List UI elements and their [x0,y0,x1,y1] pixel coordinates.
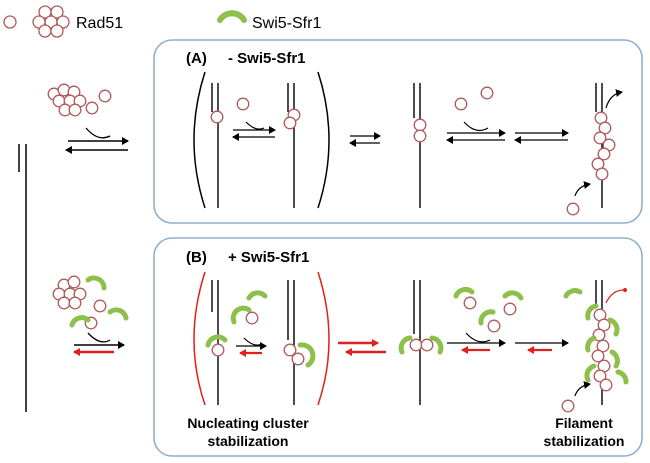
rad51-cluster-icon [32,5,70,38]
swi5-legend-label: Swi5-Sfr1 [252,15,321,32]
equilibrium-arrows-left-b [73,332,125,356]
equilibrium-arrows-left-a [65,127,129,154]
panel-a-eq-1 [232,121,276,141]
panel-a-dna-2 [283,83,301,208]
panel-a-dna-1 [210,83,250,208]
caption-filament-line2: stabilization [544,433,625,449]
panel-a: (A) - Swi5-Sfr1 [153,39,643,224]
panel-b-free-complexes [453,287,524,333]
panel-a-bracket-left [193,71,206,209]
panel-b-dna-3 [398,280,444,405]
panel-b-letter: (B) [186,249,207,266]
caption-nucleating-line2: stabilization [208,433,289,449]
panel-b-filament [561,280,629,413]
swi5-legend-icon [217,10,247,23]
panel-a-eq-3 [446,121,506,144]
panel-b: (B) + Swi5-Sfr1 [153,237,643,457]
panel-a-condition: - Swi5-Sfr1 [228,50,306,67]
cluster-left-a [47,83,112,117]
panel-b-dna-2 [283,280,316,405]
panel-b-eq-3 [447,332,506,354]
caption-filament-line1: Filament [555,415,613,431]
panel-b-eq-4 [515,339,569,354]
panel-b-eq-1 [236,337,267,357]
ssdna-strand [18,144,27,412]
panel-a-bracket-right [317,71,330,209]
panel-a-filament [566,83,623,216]
panel-b-dna-1 [205,280,228,405]
panel-a-dna-3 [413,83,427,208]
panel-a-eq-4 [514,129,569,144]
caption-nucleating-line1: Nucleating cluster [187,415,309,431]
panel-b-condition: + Swi5-Sfr1 [228,249,309,266]
panel-b-free-complex [230,290,268,325]
panel-b-bracket-right [317,271,330,406]
cluster-left-b [52,275,129,330]
panel-a-free-rad51 [454,86,494,111]
legend: Rad51 Swi5-Sfr1 [3,5,321,38]
rad51-legend-label: Rad51 [76,15,123,32]
panel-b-bracket-left [193,271,206,406]
panel-a-letter: (A) [186,50,207,67]
panel-a-eq-2 [349,132,381,147]
rad51-legend-icon [3,15,17,29]
panel-b-eq-2 [338,339,386,356]
